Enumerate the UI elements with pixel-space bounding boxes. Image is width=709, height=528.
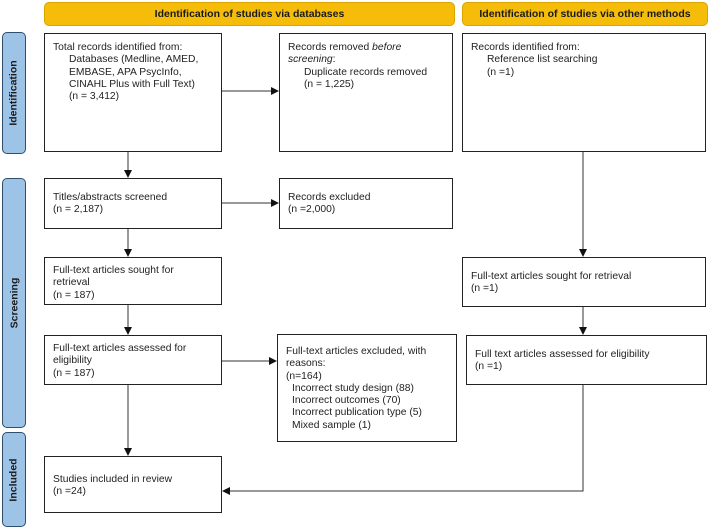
box-screened: Titles/abstracts screened (n = 2,187) — [44, 178, 222, 229]
text: Titles/abstracts screened — [53, 192, 168, 203]
exclusion-reason: Incorrect publication type (5) — [292, 407, 422, 419]
box-records-excluded: Records excluded (n =2,000) — [279, 178, 453, 229]
text: screening: — [288, 54, 452, 66]
text: Full-text articles assessed for — [53, 343, 187, 354]
text: : — [332, 54, 336, 66]
exclusion-reason: Incorrect outcomes (70) — [292, 395, 401, 407]
text: Databases (Medline, AMED, — [69, 54, 199, 66]
exclusion-reason: Incorrect study design (88) — [292, 382, 414, 394]
text: retrieval — [53, 277, 90, 289]
text: (n = 3,412) — [69, 91, 120, 103]
text: Records identified from: — [471, 42, 580, 53]
text: Full-text articles sought for retrieval — [471, 271, 632, 282]
text: Total records identified from: — [53, 42, 183, 53]
phase-screening: Screening — [2, 178, 26, 428]
box-included: Studies included in review (n =24) — [44, 456, 222, 513]
text: (n =2,000) — [288, 204, 336, 216]
phase-included: Included — [2, 432, 26, 527]
box-other-sought: Full-text articles sought for retrieval … — [462, 257, 706, 307]
text: Studies included in review — [53, 474, 173, 485]
text: (n = 2,187) — [53, 204, 104, 216]
text: Full-text articles sought for — [53, 265, 174, 276]
box-other-assessed: Full text articles assessed for eligibil… — [466, 335, 707, 385]
box-assessed: Full-text articles assessed for eligibil… — [44, 335, 222, 385]
text: reasons: — [286, 358, 326, 370]
text: Full text articles assessed for eligibil… — [475, 349, 650, 360]
box-records-removed: Records removed before screening: Duplic… — [279, 33, 453, 152]
text: (n =1) — [487, 66, 515, 78]
text: before — [372, 42, 402, 53]
text: Duplicate records removed — [304, 66, 428, 78]
text: EMBASE, APA PsycInfo, — [69, 66, 182, 78]
text: CINAHL Plus with Full Text) — [69, 78, 195, 90]
box-fulltext-excluded: Full-text articles excluded, with reason… — [277, 334, 457, 442]
text: screening — [288, 54, 333, 66]
text: Full-text articles excluded, with — [286, 346, 427, 357]
text: (n=164) — [286, 370, 322, 382]
exclusion-reason: Mixed sample (1) — [292, 419, 371, 431]
text: eligibility — [53, 355, 92, 367]
box-other-identified: Records identified from: Reference list … — [462, 33, 706, 152]
text: (n = 187) — [53, 367, 95, 379]
text: Records removed before — [288, 42, 452, 54]
phase-identification: Identification — [2, 32, 26, 154]
text: (n =24) — [53, 486, 86, 498]
text: (n =1) — [471, 283, 499, 295]
box-total-records: Total records identified from: Databases… — [44, 33, 222, 152]
header-other-methods: Identification of studies via other meth… — [462, 2, 708, 26]
text: (n = 1,225) — [304, 78, 355, 90]
text: (n = 187) — [53, 289, 95, 301]
header-databases: Identification of studies via databases — [44, 2, 455, 26]
text: (n =1) — [475, 361, 503, 373]
text: Records removed — [288, 42, 373, 53]
text: Reference list searching — [487, 54, 598, 66]
text: Records excluded — [288, 192, 371, 203]
arrow — [222, 384, 584, 495]
box-sought: Full-text articles sought for retrieval … — [44, 257, 222, 305]
